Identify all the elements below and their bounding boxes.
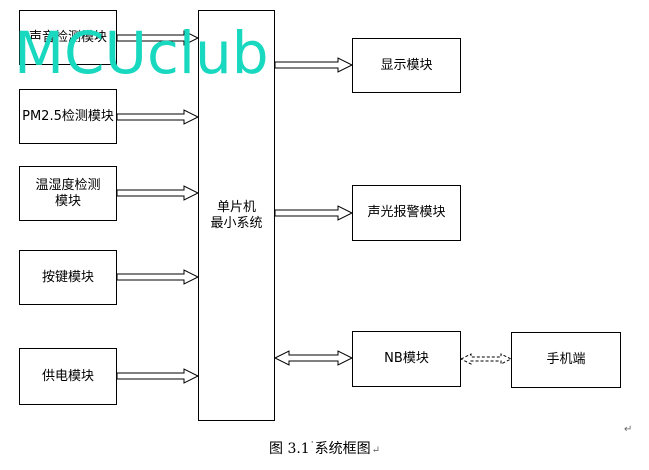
arrow-mcu-nb-bidirectional [273, 350, 354, 366]
figure-caption: 图 3.1·系统框图↵ [0, 438, 649, 458]
sound-light-alarm-module: 声光报警模块 [352, 185, 461, 241]
sound-detect-module: 声音检测模块 [19, 10, 117, 65]
arrow-pm25-to-mcu [116, 109, 200, 125]
sound-detect-label: 声音检测模块 [28, 29, 107, 45]
arrow-keypad-to-mcu [116, 269, 200, 285]
nb-module: NB模块 [352, 331, 461, 387]
nb-label: NB模块 [384, 351, 429, 366]
display-module: 显示模块 [352, 38, 461, 93]
sound-light-alarm-label: 声光报警模块 [367, 205, 446, 220]
arrow-mcu-to-alarm [274, 205, 354, 221]
power-supply-module: 供电模块 [19, 348, 117, 405]
power-supply-label: 供电模块 [41, 368, 94, 384]
pm25-detect-label: PM2.5检测模块 [22, 108, 114, 124]
keypad-label: 按键模块 [41, 269, 94, 285]
arrow-sound-to-mcu [116, 30, 200, 46]
phone-terminal: 手机端 [511, 332, 621, 388]
pm25-detect-module: PM2.5检测模块 [19, 89, 117, 144]
paragraph-return-mark: ↵ [624, 424, 633, 435]
caption-text: 系统框图 [314, 441, 371, 457]
phone-label: 手机端 [546, 352, 586, 367]
arrow-power-to-mcu [116, 368, 200, 384]
keypad-module: 按键模块 [19, 250, 117, 305]
arrow-temp-to-mcu [116, 185, 200, 201]
arrow-mcu-to-display [274, 57, 354, 73]
display-label: 显示模块 [380, 57, 433, 73]
caption-dot: · [310, 438, 314, 448]
caption-return-mark: ↵ [371, 445, 380, 456]
temp-humidity-detect-module: 温湿度检测模块 [19, 166, 117, 221]
mcu-minimum-system: 单片机最小系统 [198, 10, 275, 421]
temp-humidity-detect-label: 温湿度检测模块 [35, 177, 101, 209]
arrow-nb-phone-dashed [459, 353, 513, 365]
mcu-label: 单片机最小系统 [210, 199, 263, 231]
caption-prefix: 图 3.1 [269, 441, 310, 457]
